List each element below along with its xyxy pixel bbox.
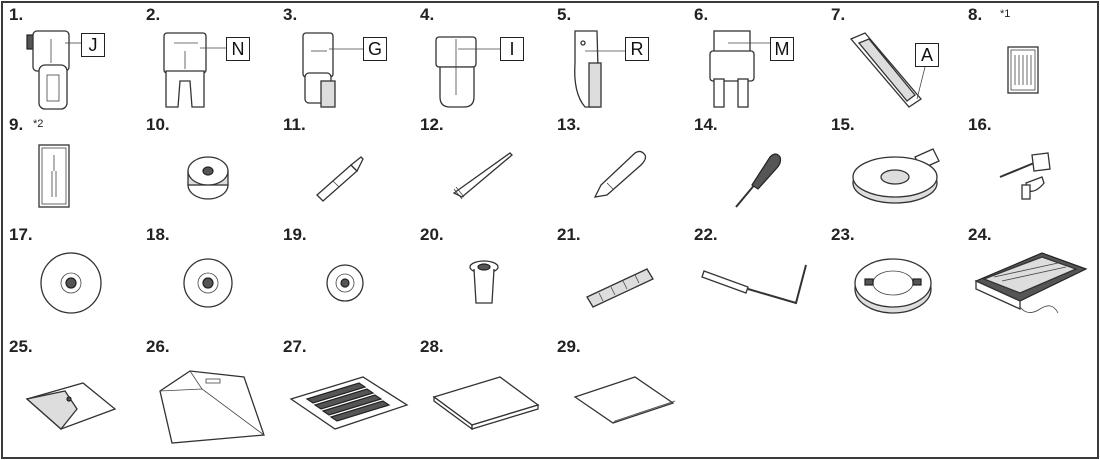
- accessory-cell-10: 10.: [140, 113, 277, 223]
- item-number: 29.: [557, 337, 581, 356]
- accessory-cell-15: 15.: [825, 113, 962, 223]
- presser-foot-g-icon: [302, 32, 363, 108]
- instruction-sheet-icon: [573, 376, 676, 424]
- accessory-cell-7: 7. A: [825, 3, 962, 113]
- accessory-cell-14: 14.: [688, 113, 825, 223]
- item-number: 13.: [557, 115, 581, 134]
- item-number: 16.: [968, 115, 992, 134]
- accessory-cell-11: 11.: [277, 113, 414, 223]
- item-number: 25.: [9, 337, 33, 356]
- needle-set-icon: [1007, 46, 1039, 94]
- accessory-cell-2: 2. N: [140, 3, 277, 113]
- presser-foot-m-icon: [709, 30, 770, 108]
- spool-net-icon: [586, 268, 654, 308]
- twin-needle-icon: [38, 144, 70, 208]
- item-number: 8.: [968, 5, 983, 24]
- accessory-cell-6: 6. M: [688, 3, 825, 113]
- accessory-cell-27: 27.: [277, 335, 414, 457]
- accessory-cell-5: 5. R: [551, 3, 688, 113]
- item-number: 5.: [557, 5, 572, 24]
- presser-foot-i-icon: [435, 36, 500, 108]
- bobbin-case-icon: [854, 258, 932, 314]
- item-number: 24.: [968, 225, 992, 244]
- spool-cap-small-icon: [326, 264, 364, 302]
- accessory-bag-icon: [25, 382, 117, 430]
- presser-foot-r-icon: [574, 30, 625, 108]
- accessory-cell-17: 17.: [3, 223, 140, 335]
- item-number: 10.: [146, 115, 170, 134]
- item-number: 22.: [694, 225, 718, 244]
- item-footnote: *1: [1000, 8, 1011, 20]
- item-footnote: *2: [33, 118, 44, 130]
- item-number: 14.: [694, 115, 718, 134]
- buttonhole-foot-a-icon: [849, 32, 926, 108]
- item-number: 2.: [146, 5, 161, 24]
- accessory-cell-8: 8. *1: [962, 3, 1097, 113]
- item-number: 3.: [283, 5, 298, 24]
- operation-manual-icon: [432, 376, 540, 431]
- item-number: 4.: [420, 5, 435, 24]
- item-number: 23.: [831, 225, 855, 244]
- spool-cap-medium-icon: [183, 258, 233, 308]
- accessory-cell-19: 19.: [277, 223, 414, 335]
- accessory-cell-23: 23.: [825, 223, 962, 335]
- foot-letter-label: A: [915, 43, 939, 67]
- item-number: 15.: [831, 115, 855, 134]
- knee-lifter-icon: [701, 264, 807, 305]
- quick-reference-guide-icon: [289, 376, 409, 430]
- bobbin-icon: [187, 156, 229, 200]
- accessory-cell-12: 12.: [414, 113, 551, 223]
- foot-controller-icon: [974, 252, 1088, 314]
- item-number: 6.: [694, 5, 709, 24]
- accessory-cell-16: 16.: [962, 113, 1097, 223]
- accessory-cell-4: 4. I: [414, 3, 551, 113]
- item-number: 27.: [283, 337, 307, 356]
- item-number: 1.: [9, 5, 24, 24]
- disc-screwdriver-icon: [852, 148, 940, 204]
- thread-spool-insert-icon: [469, 260, 499, 304]
- accessory-cell-24: 24.: [962, 223, 1097, 335]
- presser-foot-n-icon: [163, 32, 226, 108]
- accessory-cell-1: 1. J: [3, 3, 140, 113]
- spool-pin-icon: [999, 152, 1051, 200]
- item-number: 28.: [420, 337, 444, 356]
- accessory-cell-22: 22.: [688, 223, 825, 335]
- accessory-cell-29: 29.: [551, 335, 688, 457]
- foot-letter-label: G: [363, 37, 387, 61]
- foot-letter-label: R: [625, 37, 649, 61]
- item-number: 19.: [283, 225, 307, 244]
- cleaning-brush-icon: [452, 152, 513, 200]
- item-number: 21.: [557, 225, 581, 244]
- foot-letter-label: M: [770, 37, 794, 61]
- accessory-cell-13: 13.: [551, 113, 688, 223]
- accessory-cell-26: 26.: [140, 335, 277, 457]
- item-number: 18.: [146, 225, 170, 244]
- presser-foot-j-icon: [26, 30, 81, 110]
- foot-letter-label: I: [500, 37, 524, 61]
- accessory-cell-28: 28.: [414, 335, 551, 457]
- item-number: 26.: [146, 337, 170, 356]
- item-number: 17.: [9, 225, 33, 244]
- accessory-cell-21: 21.: [551, 223, 688, 335]
- accessory-cell-25: 25.: [3, 335, 140, 457]
- item-number: 9.: [9, 115, 24, 134]
- item-number: 7.: [831, 5, 846, 24]
- accessory-cell-20: 20.: [414, 223, 551, 335]
- dust-cover-icon: [159, 370, 265, 444]
- foot-letter-label: J: [81, 33, 105, 57]
- accessory-cell-3: 3. G: [277, 3, 414, 113]
- accessory-cell-9: 9. *2: [3, 113, 140, 223]
- eyelet-punch-icon: [593, 150, 647, 198]
- spool-cap-large-icon: [40, 252, 102, 314]
- seam-ripper-icon: [316, 156, 364, 202]
- accessory-cell-18: 18.: [140, 223, 277, 335]
- foot-letter-label: N: [226, 37, 250, 61]
- item-number: 12.: [420, 115, 444, 134]
- item-number: 11.: [283, 115, 306, 134]
- screwdriver-icon: [735, 153, 782, 208]
- item-number: 20.: [420, 225, 444, 244]
